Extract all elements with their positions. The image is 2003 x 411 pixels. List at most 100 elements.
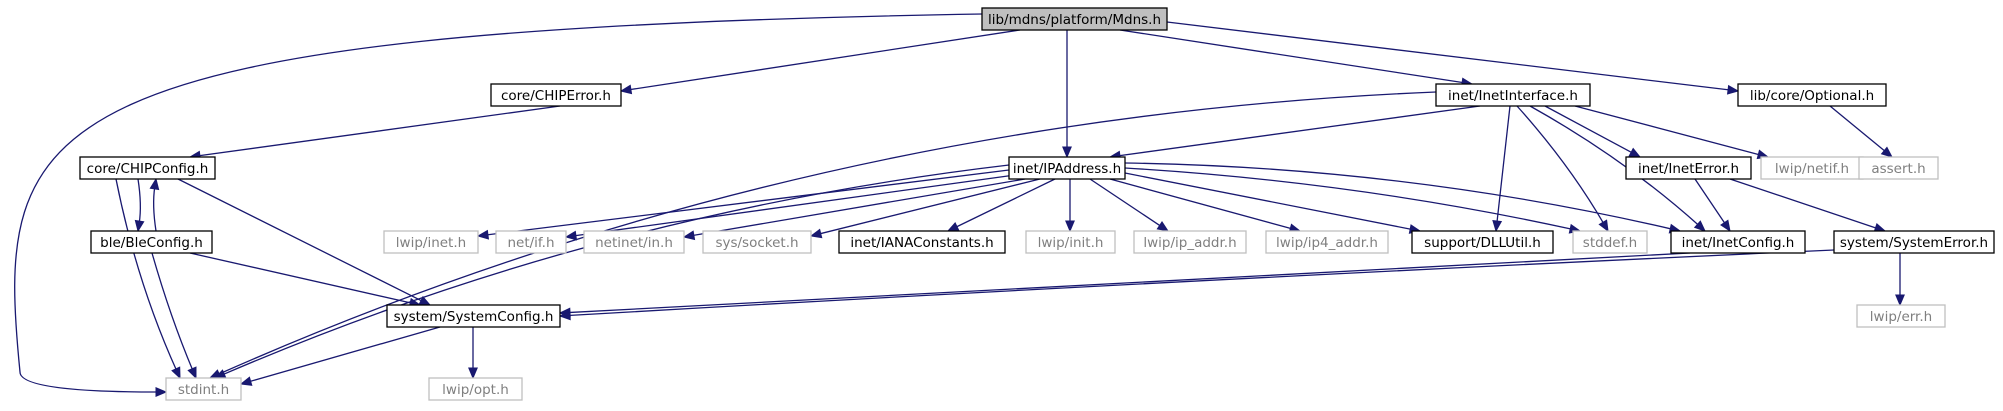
arrowhead xyxy=(468,367,478,380)
edge-line xyxy=(14,13,983,393)
node-box xyxy=(1133,230,1247,254)
arrowhead xyxy=(134,219,145,233)
node-box xyxy=(981,7,1168,31)
edge-line xyxy=(691,178,1026,237)
edge-line xyxy=(137,178,141,224)
node-ipaddress[interactable]: inet/IPAddress.h xyxy=(1008,156,1126,180)
node-systemerror[interactable]: system/SystemError.h xyxy=(1833,230,1995,254)
arrowhead xyxy=(476,229,490,240)
node-chipconfig[interactable]: core/CHIPConfig.h xyxy=(79,156,216,180)
node-lwiperr: lwip/err.h xyxy=(1856,304,1946,328)
arrowhead xyxy=(682,230,696,241)
node-label: lwip/init.h xyxy=(1038,235,1104,251)
node-box xyxy=(1435,83,1591,107)
edge-inetinterface-to-lwipnetif xyxy=(1574,105,1770,160)
node-box xyxy=(1265,230,1389,254)
edge-systemerror-to-systemconfig xyxy=(558,249,1835,321)
edge-ipaddress-to-stdint xyxy=(213,164,1010,379)
edge-bleconfig-to-systemconfig xyxy=(189,252,422,308)
node-optional[interactable]: lib/core/Optional.h xyxy=(1737,83,1887,107)
edge-ineterror-to-systemerror xyxy=(1729,178,1887,233)
node-mdns: lib/mdns/platform/Mdns.h xyxy=(981,7,1168,31)
node-bleconfig[interactable]: ble/BleConfig.h xyxy=(90,230,213,254)
node-inetconfig[interactable]: inet/InetConfig.h xyxy=(1670,230,1806,254)
edge-line xyxy=(248,326,441,383)
edge-mdns-to-ipaddress xyxy=(1062,29,1072,159)
dependency-edges xyxy=(14,13,1905,397)
node-box xyxy=(1858,156,1939,180)
edge-ipaddress-to-lwipinit xyxy=(1065,179,1075,233)
edge-line xyxy=(1166,21,1731,91)
edge-chipconfig-to-bleconfig xyxy=(134,178,145,233)
edge-ipaddress-to-lwipip4addr xyxy=(1109,178,1302,234)
edge-line xyxy=(1729,178,1878,230)
node-box xyxy=(428,377,523,401)
edge-line xyxy=(954,178,1056,229)
node-chiperror[interactable]: core/CHIPError.h xyxy=(490,83,622,107)
edge-bleconfig-to-stdint xyxy=(151,252,197,380)
node-stddef: stddef.h xyxy=(1572,230,1648,254)
edge-chipconfig-to-stdint xyxy=(115,178,181,380)
node-lwipopt: lwip/opt.h xyxy=(428,377,523,401)
node-label: inet/IANAConstants.h xyxy=(850,235,993,251)
edge-inetinterface-to-inetconfig xyxy=(1529,105,1706,232)
arrowhead xyxy=(171,366,181,380)
arrowhead xyxy=(1065,220,1075,233)
edge-line xyxy=(1117,105,1481,157)
node-label: assert.h xyxy=(1871,161,1925,177)
node-lwipnetif: lwip/netif.h xyxy=(1760,156,1864,180)
node-label: inet/InetError.h xyxy=(1638,161,1739,177)
edge-optional-to-asserth xyxy=(1829,105,1893,158)
node-box xyxy=(495,230,567,254)
node-label: lwip/ip4_addr.h xyxy=(1276,235,1378,251)
arrowhead xyxy=(564,230,578,241)
arrowhead xyxy=(1062,146,1072,159)
node-syssocket: sys/socket.h xyxy=(702,230,812,254)
node-box xyxy=(386,304,561,328)
node-ineterror[interactable]: inet/InetError.h xyxy=(1625,156,1752,180)
edge-line xyxy=(1829,105,1887,153)
node-ianaconstants[interactable]: inet/IANAConstants.h xyxy=(838,230,1006,254)
edge-bleconfig-to-chipconfig xyxy=(149,177,160,232)
edge-ipaddress-to-netinetin xyxy=(682,178,1026,241)
node-box xyxy=(165,377,242,401)
node-box xyxy=(583,230,685,254)
edge-line xyxy=(567,249,1835,317)
node-box xyxy=(1833,230,1995,254)
edge-mdns-to-stdint xyxy=(14,13,983,397)
node-dllutil[interactable]: support/DLLUtil.h xyxy=(1411,230,1554,254)
node-inetinterface[interactable]: inet/InetInterface.h xyxy=(1435,83,1591,107)
node-label: lib/core/Optional.h xyxy=(1750,88,1874,104)
arrowhead xyxy=(946,221,960,232)
node-box xyxy=(1411,230,1554,254)
edge-line xyxy=(151,252,194,371)
arrowhead xyxy=(149,177,160,191)
arrowhead xyxy=(1693,220,1706,232)
edge-ipaddress-to-syssocket xyxy=(809,178,1041,239)
edge-line xyxy=(1496,105,1511,224)
edge-line xyxy=(818,178,1041,235)
arrowhead xyxy=(1880,146,1893,158)
node-label: stddef.h xyxy=(1583,235,1637,251)
arrowhead xyxy=(619,84,633,95)
edge-mdns-to-optional xyxy=(1166,21,1740,95)
node-stdint: stdint.h xyxy=(165,377,242,401)
node-systemconfig[interactable]: system/SystemConfig.h xyxy=(386,304,561,328)
arrowhead xyxy=(239,376,253,386)
node-label: support/DLLUtil.h xyxy=(1424,235,1541,251)
node-label: core/CHIPConfig.h xyxy=(87,161,209,177)
node-label: lwip/inet.h xyxy=(396,235,466,251)
edge-line xyxy=(153,186,157,232)
arrowhead xyxy=(1598,219,1609,233)
edge-line xyxy=(1089,178,1162,228)
edge-ipaddress-to-ianaconstants xyxy=(946,178,1056,232)
edge-inetinterface-to-dllutil xyxy=(1492,105,1511,233)
node-box xyxy=(383,230,479,254)
node-lwipinit: lwip/init.h xyxy=(1025,230,1116,254)
arrowhead xyxy=(1895,294,1905,307)
edge-ipaddress-to-netif xyxy=(564,174,1016,241)
edge-line xyxy=(1516,105,1605,225)
edge-systemerror-to-lwiperr xyxy=(1895,252,1905,307)
edge-line xyxy=(189,252,413,304)
